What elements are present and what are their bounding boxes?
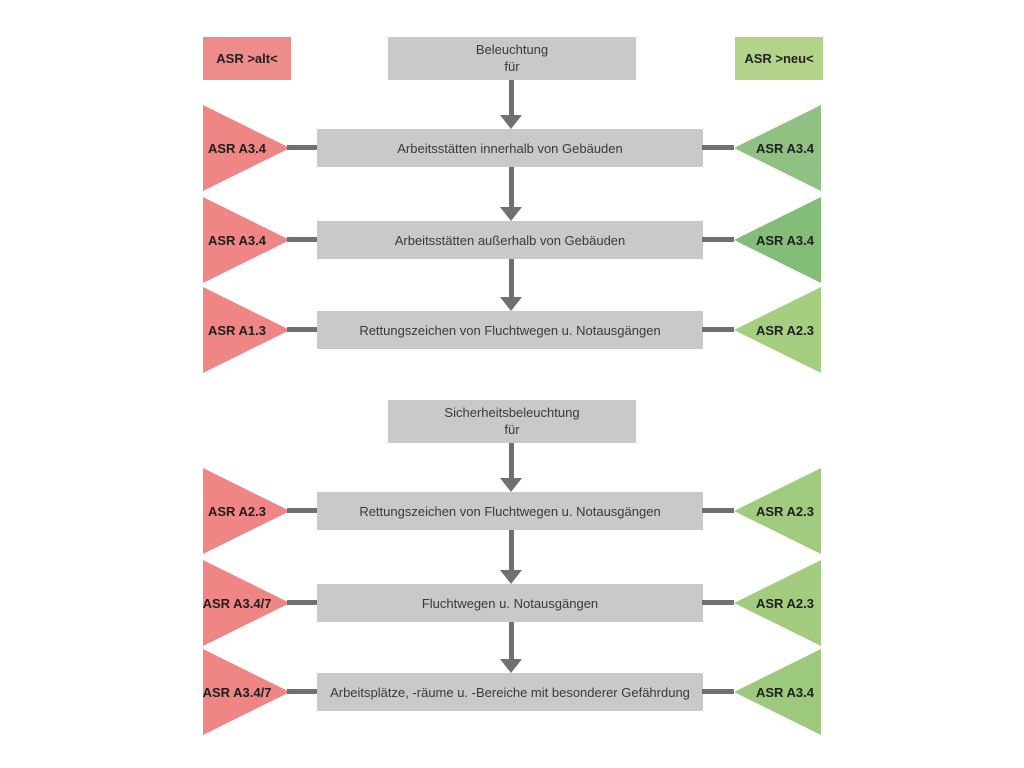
flow-node: Fluchtwegen u. Notausgängen <box>317 584 703 622</box>
asr-new-label: ASR A3.4 <box>755 684 815 700</box>
asr-new-label: ASR A3.4 <box>755 232 815 248</box>
asr-old-label: ASR A1.3 <box>207 322 267 338</box>
flow-row: ASR A3.4/7 Fluchtwegen u. Notausgängen A… <box>0 560 1024 646</box>
connector-line <box>702 237 734 242</box>
arrow-down-icon <box>500 530 522 584</box>
legend-asr-old: ASR >alt< <box>203 37 291 80</box>
flow-node: Rettungszeichen von Fluchtwegen u. Notau… <box>317 492 703 530</box>
connector-line <box>702 689 734 694</box>
flow-node: Rettungszeichen von Fluchtwegen u. Notau… <box>317 311 703 349</box>
asr-old-triangle: ASR A1.3 <box>203 287 290 373</box>
connector-line <box>287 145 318 150</box>
connector-line <box>287 508 318 513</box>
asr-new-triangle: ASR A3.4 <box>734 649 821 735</box>
arrow-down-icon <box>500 443 522 492</box>
asr-old-triangle: ASR A3.4 <box>203 197 290 283</box>
flow-node: Arbeitsstätten innerhalb von Gebäuden <box>317 129 703 167</box>
connector-line <box>702 327 734 332</box>
arrow-down-icon <box>500 80 522 129</box>
asr-new-triangle: ASR A3.4 <box>734 197 821 283</box>
asr-old-label: ASR A3.4/7 <box>202 595 272 611</box>
asr-new-triangle: ASR A2.3 <box>734 560 821 646</box>
flow-row: ASR A3.4 Arbeitsstätten außerhalb von Ge… <box>0 197 1024 283</box>
connector-line <box>702 145 734 150</box>
flow-row: ASR A1.3 Rettungszeichen von Fluchtwegen… <box>0 287 1024 373</box>
flow-node: Arbeitsplätze, -räume u. -Bereiche mit b… <box>317 673 703 711</box>
section1-title-line1: Beleuchtung <box>475 42 549 58</box>
connector-line <box>702 600 734 605</box>
asr-new-triangle: ASR A2.3 <box>734 287 821 373</box>
section2-title-box: Sicherheitsbeleuchtung für <box>388 400 636 443</box>
asr-new-triangle: ASR A3.4 <box>734 105 821 191</box>
arrow-down-icon <box>500 259 522 311</box>
section1-title-box: Beleuchtung für <box>388 37 636 80</box>
asr-old-label: ASR A3.4/7 <box>202 684 272 700</box>
asr-old-label: ASR A3.4 <box>207 140 267 156</box>
connector-line <box>702 508 734 513</box>
arrow-down-icon <box>500 622 522 673</box>
legend-asr-new: ASR >neu< <box>735 37 823 80</box>
connector-line <box>287 237 318 242</box>
asr-old-triangle: ASR A3.4/7 <box>203 649 290 735</box>
flow-row: ASR A3.4 Arbeitsstätten innerhalb von Ge… <box>0 105 1024 191</box>
asr-old-triangle: ASR A3.4 <box>203 105 290 191</box>
connector-line <box>287 600 318 605</box>
asr-new-label: ASR A2.3 <box>755 322 815 338</box>
asr-new-triangle: ASR A2.3 <box>734 468 821 554</box>
flow-row: ASR A3.4/7 Arbeitsplätze, -räume u. -Ber… <box>0 649 1024 735</box>
asr-old-triangle: ASR A3.4/7 <box>203 560 290 646</box>
asr-new-label: ASR A2.3 <box>755 595 815 611</box>
arrow-down-icon <box>500 167 522 221</box>
asr-new-label: ASR A3.4 <box>755 140 815 156</box>
flow-node: Arbeitsstätten außerhalb von Gebäuden <box>317 221 703 259</box>
asr-new-label: ASR A2.3 <box>755 503 815 519</box>
section2-title-line2: für <box>504 421 520 437</box>
asr-old-triangle: ASR A2.3 <box>203 468 290 554</box>
connector-line <box>287 689 318 694</box>
section1-title-line2: für <box>504 58 520 74</box>
flow-row: ASR A2.3 Rettungszeichen von Fluchtwegen… <box>0 468 1024 554</box>
asr-old-label: ASR A2.3 <box>207 503 267 519</box>
connector-line <box>287 327 318 332</box>
section2-title-line1: Sicherheitsbeleuchtung <box>444 405 580 421</box>
asr-old-label: ASR A3.4 <box>207 232 267 248</box>
